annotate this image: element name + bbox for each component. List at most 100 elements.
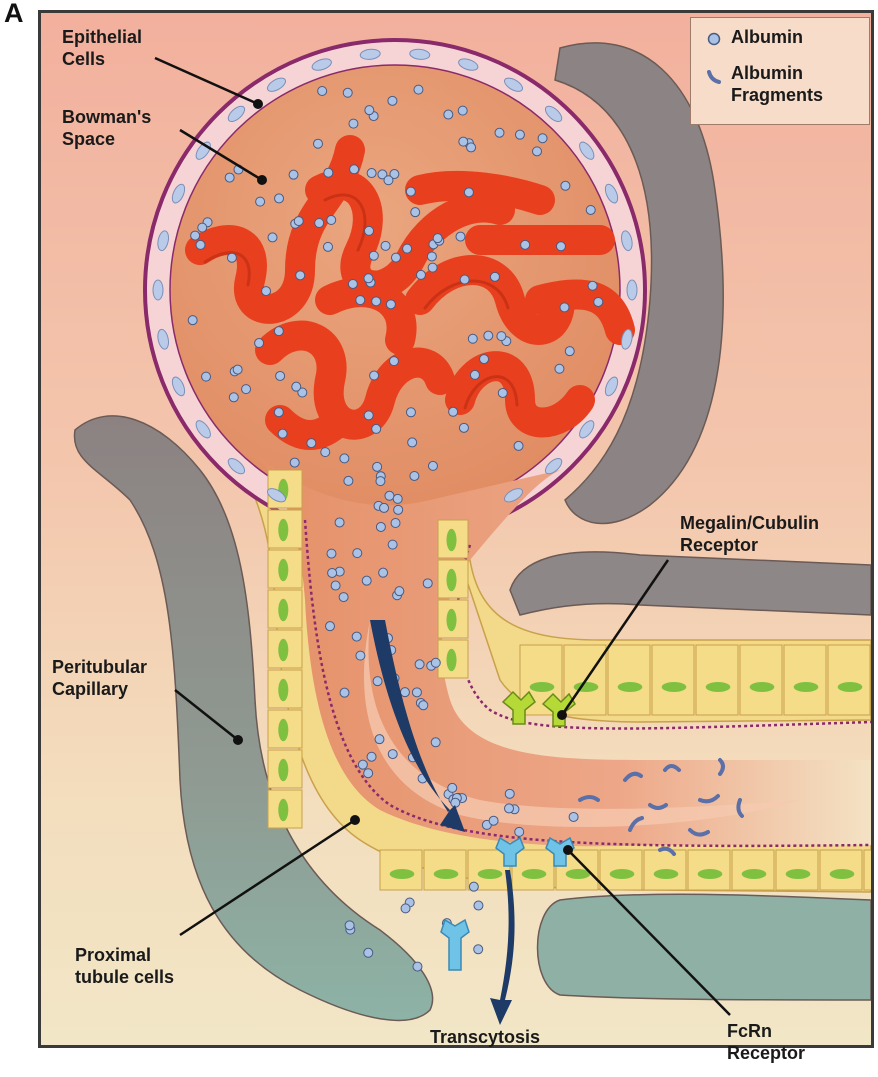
albumin-dot	[460, 275, 469, 284]
label-proximal-tubule-cells: Proximal tubule cells	[75, 944, 174, 988]
cell-nucleus	[447, 529, 457, 551]
label-fcrn-receptor: FcRn Receptor	[727, 1020, 805, 1064]
albumin-dot	[386, 300, 395, 309]
albumin-dot	[406, 408, 415, 417]
albumin-dot	[560, 303, 569, 312]
albumin-dot	[278, 429, 287, 438]
albumin-legend-icon	[707, 32, 721, 46]
cell-nucleus	[278, 559, 288, 581]
albumin-dot	[290, 458, 299, 467]
albumin-dot	[428, 263, 437, 272]
albumin-dot	[489, 816, 498, 825]
albumin-dot	[384, 176, 393, 185]
albumin-dot	[318, 87, 327, 96]
albumin-dot	[431, 738, 440, 747]
albumin-dot	[364, 948, 373, 957]
albumin-dot	[474, 945, 483, 954]
label-epithelial-cells: Epithelial Cells	[62, 26, 142, 70]
albumin-dot	[484, 331, 493, 340]
albumin-dot	[388, 96, 397, 105]
albumin-dot	[458, 106, 467, 115]
label-megalin-cubulin-receptor: Megalin/Cubulin Receptor	[680, 512, 819, 556]
albumin-dot	[327, 216, 336, 225]
albumin-dot	[594, 297, 603, 306]
albumin-dot	[274, 327, 283, 336]
capillary-bottom-right	[538, 894, 872, 1000]
albumin-dot	[352, 632, 361, 641]
albumin-dot	[412, 688, 421, 697]
albumin-dot	[428, 461, 437, 470]
cell-nucleus	[278, 719, 288, 741]
albumin-dot	[380, 503, 389, 512]
albumin-dot	[495, 128, 504, 137]
cell-nucleus	[278, 519, 288, 541]
cell-nucleus	[618, 682, 643, 692]
albumin-dot	[364, 411, 373, 420]
albumin-dot	[307, 439, 316, 448]
cell-nucleus	[662, 682, 687, 692]
albumin-dot	[406, 187, 415, 196]
tubule-cell	[784, 645, 826, 715]
albumin-dot	[376, 477, 385, 486]
albumin-dot	[340, 688, 349, 697]
tubule-cell	[828, 645, 870, 715]
label-transcytosis: Transcytosis	[430, 1026, 540, 1048]
legend: Albumin Albumin Fragments	[690, 17, 870, 125]
albumin-dot	[323, 242, 332, 251]
cell-nucleus	[654, 869, 679, 879]
albumin-dot	[498, 388, 507, 397]
albumin-dot	[411, 208, 420, 217]
albumin-dot	[444, 110, 453, 119]
label-bowmans-space: Bowman's Space	[62, 106, 151, 150]
albumin-dot	[262, 287, 271, 296]
albumin-dot	[324, 168, 333, 177]
albumin-dot	[349, 119, 358, 128]
albumin-dot	[229, 393, 238, 402]
tubule-cell	[652, 645, 694, 715]
legend-albumin-label: Albumin	[731, 26, 803, 48]
albumin-dot	[423, 579, 432, 588]
albumin-dot	[490, 272, 499, 281]
albumin-dot	[373, 462, 382, 471]
albumin-dot	[365, 226, 374, 235]
albumin-dot	[294, 217, 303, 226]
cell-nucleus	[447, 609, 457, 631]
albumin-dot	[331, 581, 340, 590]
albumin-dot	[427, 252, 436, 261]
albumin-dot	[391, 253, 400, 262]
albumin-dot	[376, 522, 385, 531]
albumin-dot	[328, 568, 337, 577]
albumin-dot	[433, 234, 442, 243]
albumin-dot	[413, 962, 422, 971]
albumin-dot	[364, 274, 373, 283]
albumin-dot	[414, 85, 423, 94]
albumin-dot	[364, 769, 373, 778]
albumin-dot	[561, 181, 570, 190]
cell-nucleus	[794, 682, 819, 692]
albumin-dot	[448, 783, 457, 792]
albumin-dot	[372, 424, 381, 433]
albumin-dot	[470, 370, 479, 379]
albumin-dot	[256, 197, 265, 206]
albumin-dot	[198, 223, 207, 232]
cell-nucleus	[522, 869, 547, 879]
albumin-dot	[569, 812, 578, 821]
cell-nucleus	[530, 682, 555, 692]
albumin-dot	[505, 804, 514, 813]
cell-nucleus	[838, 682, 863, 692]
albumin-dot	[459, 137, 468, 146]
albumin-dot	[555, 364, 564, 373]
albumin-dot	[388, 540, 397, 549]
albumin-dot	[242, 385, 251, 394]
cell-nucleus	[278, 599, 288, 621]
albumin-dot	[395, 587, 404, 596]
albumin-dot	[565, 347, 574, 356]
albumin-dot	[274, 408, 283, 417]
cell-nucleus	[750, 682, 775, 692]
albumin-dot	[348, 279, 357, 288]
albumin-dot	[449, 407, 458, 416]
albumin-dot	[588, 281, 597, 290]
albumin-dot	[505, 789, 514, 798]
albumin-dot	[191, 231, 200, 240]
tubule-cell	[696, 645, 738, 715]
